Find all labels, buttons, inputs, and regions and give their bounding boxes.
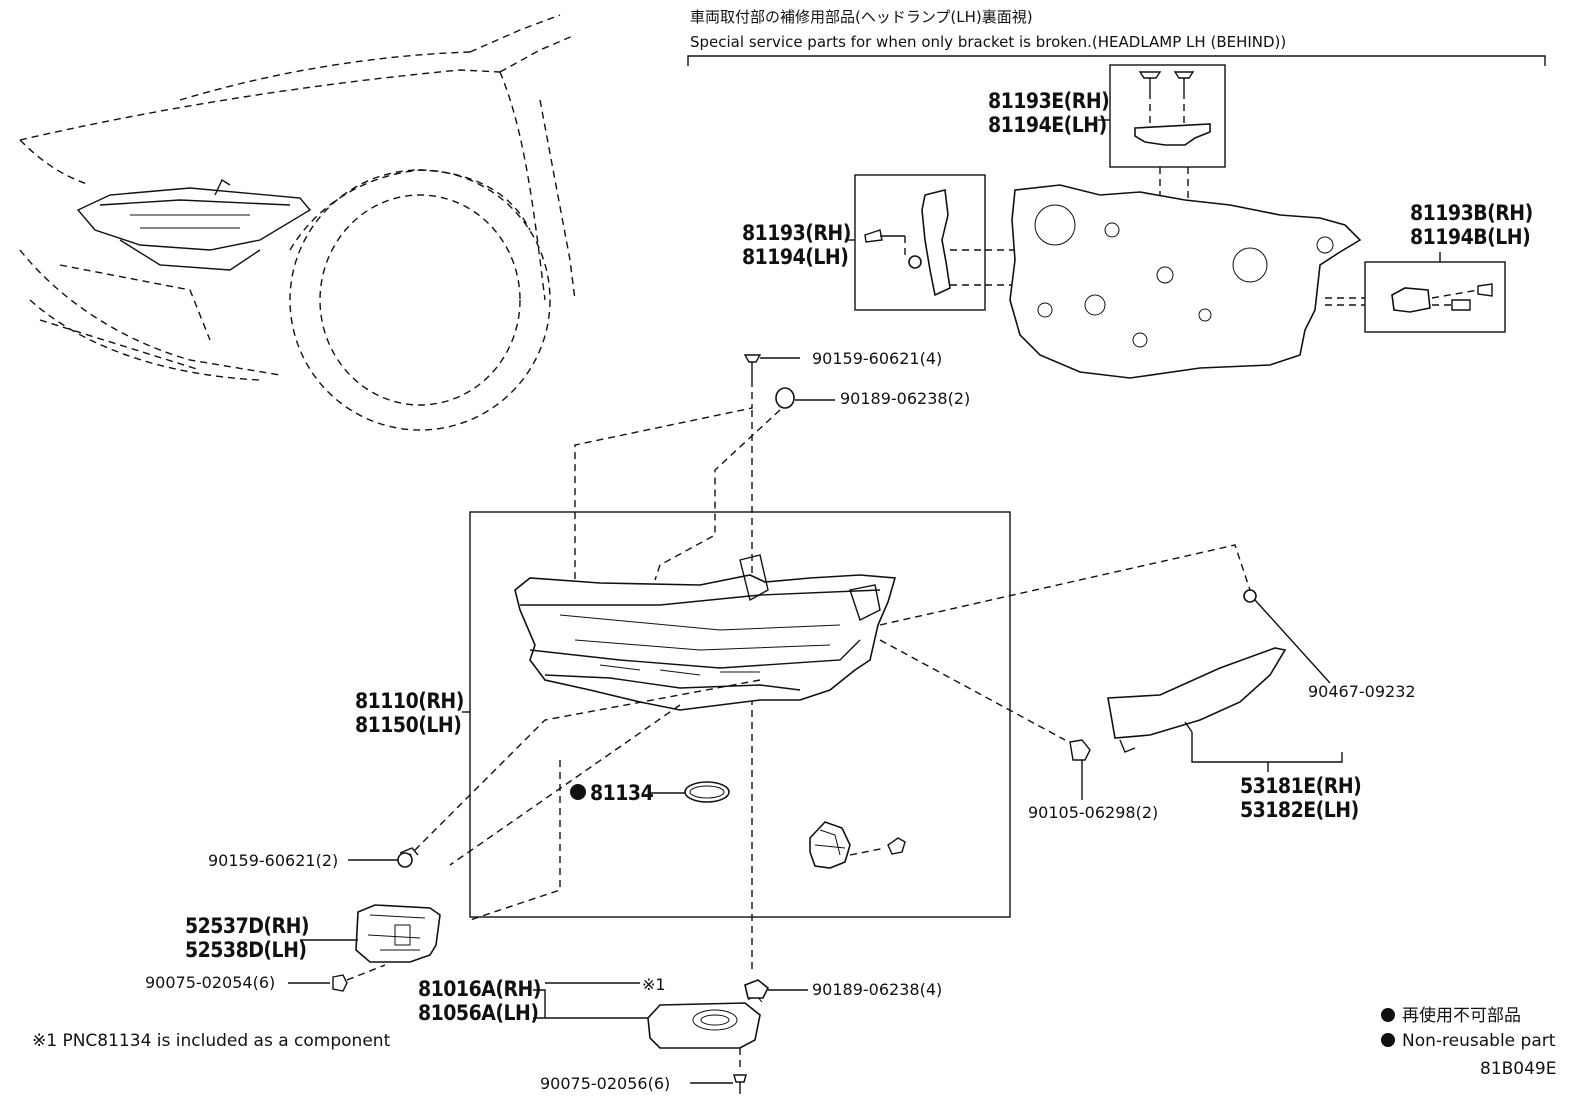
svg-text:81193E(RH): 81193E(RH) [988, 89, 1109, 113]
label-81193B: 81193B(RH) 81194B(LH) [1410, 201, 1533, 249]
label-90159-2: 90159-60621(2) [208, 851, 338, 870]
label-53181E: 53181E(RH) 53182E(LH) [1240, 774, 1362, 822]
svg-text:52537D(RH): 52537D(RH) [185, 914, 309, 938]
label-90105: 90105-06298(2) [1028, 803, 1158, 822]
label-81110: 81110(RH) 81150(LH) [355, 689, 464, 737]
clip-90467 [1243, 589, 1257, 603]
legend-jp: 再使用不可部品 [1402, 1005, 1521, 1026]
o-ring-81134 [684, 781, 730, 803]
legend-en: Non-reusable part [1402, 1031, 1556, 1051]
label-90189-2: 90189-06238(2) [840, 389, 970, 408]
svg-text:53182E(LH): 53182E(LH) [1240, 798, 1359, 822]
label-81134: 81134 [590, 781, 654, 805]
leveling-actuator [809, 821, 906, 869]
label-90075-6b: 90075-02056(6) [540, 1074, 670, 1093]
label-90189-4: 90189-06238(4) [812, 980, 942, 999]
control-unit-81016A [647, 994, 763, 1049]
header-en: Special service parts for when only brac… [690, 33, 1286, 51]
svg-text:81056A(LH): 81056A(LH) [418, 1001, 538, 1025]
label-90159-4: 90159-60621(4) [812, 349, 942, 368]
svg-text:81194E(LH): 81194E(LH) [988, 113, 1107, 137]
clip-90189-top [775, 387, 835, 409]
svg-text:81016A(RH): 81016A(RH) [418, 977, 541, 1001]
svg-text:52538D(LH): 52538D(LH) [185, 938, 307, 962]
label-90467: 90467-09232 [1308, 682, 1416, 701]
clip-90189-bottom [744, 979, 808, 999]
label-52537D: 52537D(RH) 52538D(LH) [185, 914, 310, 962]
screw-90075-bottom [690, 1048, 747, 1094]
screw-90105 [1069, 739, 1091, 800]
screw-90075-left [288, 964, 386, 992]
headlamp-behind-view [1009, 184, 1362, 379]
svg-text:53181E(RH): 53181E(RH) [1240, 774, 1361, 798]
header-jp: 車両取付部の補修用部品(ヘッドランプ(LH)裏面視) [690, 8, 1033, 26]
bracket-52537D [355, 904, 441, 963]
label-81193E: 81193E(RH) 81194E(LH) [988, 89, 1110, 137]
bracket-81193-box [854, 174, 986, 311]
bolt-90159-top [743, 354, 800, 380]
diagram-id: 81B049E [1480, 1059, 1556, 1079]
svg-text:81194(LH): 81194(LH) [742, 245, 848, 269]
svg-text:81193(RH): 81193(RH) [742, 221, 851, 245]
legend: 再使用不可部品 Non-reusable part [1381, 1005, 1556, 1051]
cover-53181E [1107, 647, 1287, 753]
label-mark-1: ※1 [642, 975, 666, 994]
svg-text:81110(RH): 81110(RH) [355, 689, 464, 713]
svg-text:81193B(RH): 81193B(RH) [1410, 201, 1533, 225]
bolt-90159-left [348, 847, 419, 868]
label-90075-6a: 90075-02054(6) [145, 973, 275, 992]
non-reusable-mark-81134 [570, 784, 586, 800]
label-81193: 81193(RH) 81194(LH) [742, 221, 851, 269]
bracket-81193E-box [1109, 64, 1226, 168]
svg-text:81150(LH): 81150(LH) [355, 713, 461, 737]
svg-text:81194B(LH): 81194B(LH) [1410, 225, 1530, 249]
bracket-81193B-box [1364, 261, 1506, 333]
headlamp-assembly-box [469, 511, 1011, 918]
label-81016A: 81016A(RH) 81056A(LH) [418, 977, 541, 1025]
headlamp-assembly [514, 554, 897, 711]
header-bracket [687, 55, 1546, 66]
footnote: ※1 PNC81134 is included as a component [32, 1031, 391, 1051]
vehicle-illustration [19, 14, 576, 431]
